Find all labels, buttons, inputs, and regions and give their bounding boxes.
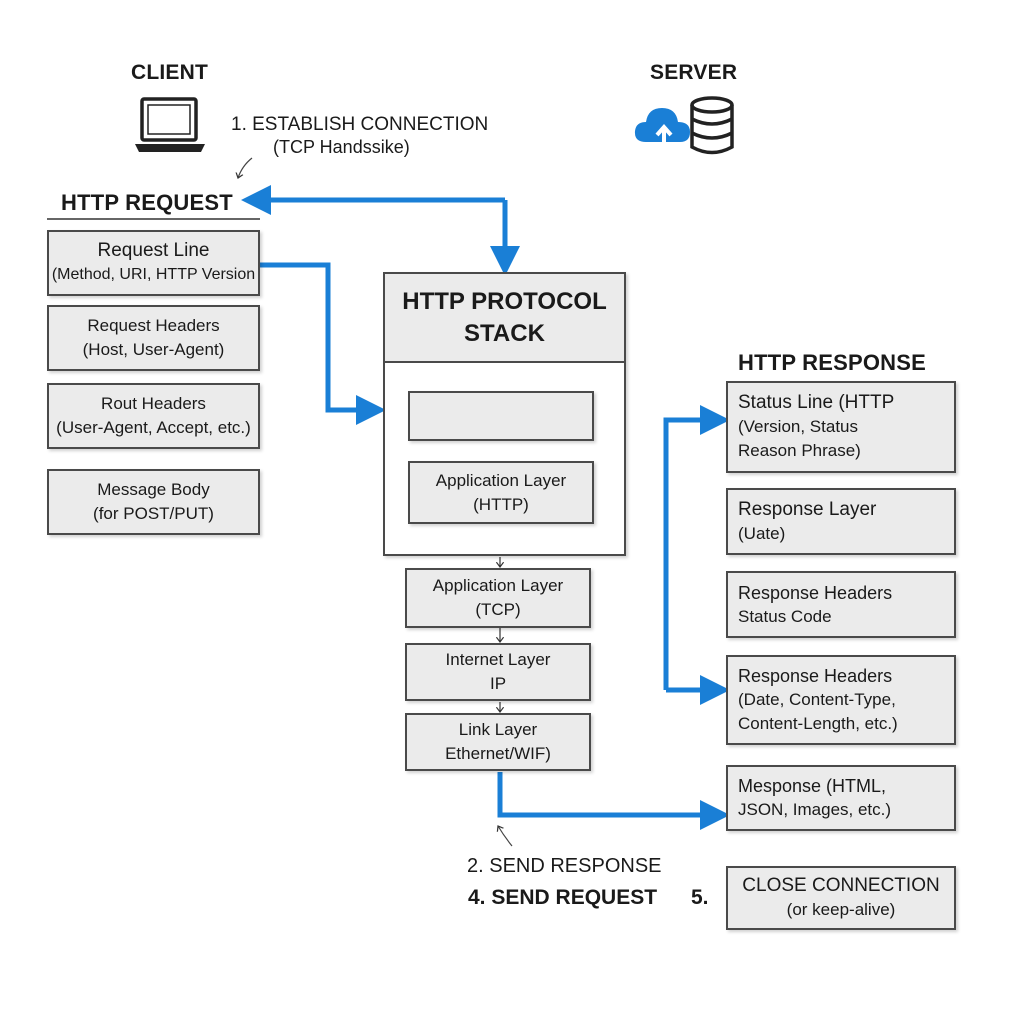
app-layer-title: Application Layer	[432, 576, 564, 595]
status-line-detail1: (Version, Status	[738, 417, 859, 436]
rout-headers-title: Rout Headers	[101, 394, 206, 413]
request-headers-box: Request Headers (Host, User-Agent)	[47, 305, 260, 371]
handshake-pointer	[238, 157, 253, 178]
response-headers-status-detail: Status Code	[738, 606, 832, 626]
protocol-stack-title: HTTP PROTOCOL STACK	[385, 274, 624, 363]
response-headers-date-title: Response Headers	[738, 666, 893, 686]
internet-layer: Internet Layer IP	[405, 643, 591, 701]
request-to-stack-arrow	[260, 262, 386, 425]
response-body-box: Mesponse (HTML, JSON, Images, etc.)	[726, 765, 956, 831]
step-five-label: 5.	[691, 886, 709, 909]
internet-layer-detail: IP	[489, 674, 507, 693]
request-line-box: Request Line (Method, URI, HTTP Version	[47, 230, 260, 296]
stack-inner-application-layer: Application Layer (HTTP)	[408, 461, 594, 524]
response-layer-box: Response Layer (Uate)	[726, 488, 956, 555]
close-connection-box: CLOSE CONNECTION (or keep-alive)	[726, 866, 956, 930]
response-headers-status-title: Response Headers	[738, 582, 893, 603]
server-label: SERVER	[650, 61, 738, 84]
message-body-title: Message Body	[97, 480, 210, 499]
send-response-label: 2. SEND RESPONSE	[467, 855, 662, 877]
response-headers-date-box: Response Headers (Date, Content-Type, Co…	[726, 655, 956, 745]
app-layer-detail: (TCP)	[475, 600, 521, 619]
request-line-title: Request Line	[97, 240, 210, 261]
step1-subtitle: (TCP Handssike)	[273, 137, 410, 157]
response-layer-detail: (Uate)	[738, 523, 786, 543]
application-layer-tcp: Application Layer (TCP)	[405, 568, 591, 628]
request-heading: HTTP REQUEST	[61, 190, 233, 215]
response-status-arrow	[663, 405, 730, 690]
status-line-detail2: Reason Phrase)	[738, 441, 861, 460]
close-connection-title: CLOSE CONNECTION	[742, 875, 940, 896]
link-layer: Link Layer Ethernet/WIF)	[405, 713, 591, 771]
protocol-stack-title-line1: HTTP PROTOCOL	[402, 287, 607, 315]
stack-inner-app-title: Application Layer	[435, 470, 567, 490]
cloud-upload-icon	[632, 98, 694, 159]
laptop-icon	[133, 96, 207, 163]
send-response-arrow	[497, 772, 730, 830]
response-layer-title: Response Layer	[738, 498, 877, 520]
close-connection-detail: (or keep-alive)	[786, 900, 896, 919]
internet-layer-title: Internet Layer	[445, 650, 551, 669]
response-headers-date-detail1: (Date, Content-Type,	[738, 690, 896, 709]
response-heading: HTTP RESPONSE	[738, 350, 927, 375]
link-layer-title: Link Layer	[458, 720, 538, 739]
status-line-box: Status Line (HTTP (Version, Status Reaso…	[726, 381, 956, 473]
rout-headers-box: Rout Headers (User-Agent, Accept, etc.)	[47, 383, 260, 449]
send-pointer	[498, 826, 513, 847]
request-headers-title: Request Headers	[87, 316, 220, 335]
request-headers-detail: (Host, User-Agent)	[82, 340, 225, 359]
stack-inner-app-detail: (HTTP)	[473, 494, 529, 514]
stack-empty-layer	[408, 391, 594, 441]
protocol-stack-title-line2: STACK	[464, 319, 545, 347]
send-request-label: 4. SEND REQUEST	[468, 886, 658, 909]
database-icon	[688, 96, 736, 163]
response-headers-status-box: Response Headers Status Code	[726, 571, 956, 638]
message-body-box: Message Body (for POST/PUT)	[47, 469, 260, 535]
response-body-detail: JSON, Images, etc.)	[738, 800, 892, 819]
step1-title: 1. ESTABLISH CONNECTION	[231, 114, 489, 135]
response-body-title: Mesponse (HTML,	[738, 776, 887, 796]
request-line-detail: (Method, URI, HTTP Version	[51, 266, 256, 283]
rout-headers-detail: (User-Agent, Accept, etc.)	[56, 418, 251, 437]
client-label: CLIENT	[131, 61, 209, 84]
status-line-title: Status Line (HTTP	[738, 392, 895, 413]
link-layer-detail: Ethernet/WIF)	[445, 744, 551, 763]
response-headers-date-detail2: Content-Length, etc.)	[738, 714, 898, 733]
message-body-detail: (for POST/PUT)	[93, 504, 214, 523]
